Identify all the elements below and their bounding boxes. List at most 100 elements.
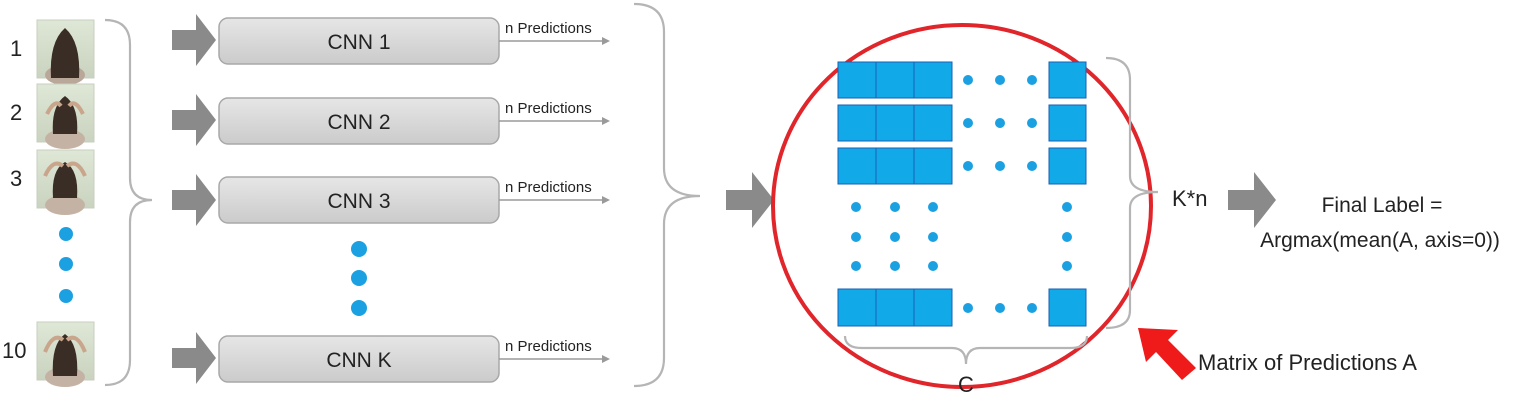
prediction-output-k: n Predictions bbox=[499, 338, 610, 363]
matrix-row-1 bbox=[837, 61, 1087, 99]
ellipsis-dot bbox=[59, 257, 73, 271]
input-image-2: 2 bbox=[10, 83, 95, 149]
ellipsis-dot bbox=[851, 261, 861, 271]
columns-brace bbox=[843, 335, 1089, 365]
matrix-cell bbox=[1048, 104, 1087, 142]
ellipsis-dot bbox=[351, 300, 367, 316]
image-number: 10 bbox=[2, 338, 26, 363]
ellipsis-dot bbox=[1027, 75, 1037, 85]
matrix-cell bbox=[913, 104, 953, 142]
input-arrow-3 bbox=[172, 174, 216, 226]
ellipsis-dot bbox=[1027, 303, 1037, 313]
ellipsis-dot bbox=[851, 202, 861, 212]
person-thumbnail bbox=[36, 321, 95, 387]
input-brace bbox=[104, 18, 153, 387]
ellipsis-dot bbox=[995, 118, 1005, 128]
highlight-circle bbox=[771, 23, 1153, 389]
person-thumbnail bbox=[36, 83, 95, 149]
input-ellipsis bbox=[59, 227, 73, 303]
matrix-cell bbox=[1048, 61, 1087, 99]
matrix-row-last bbox=[837, 288, 1087, 327]
ellipsis-dot bbox=[1027, 118, 1037, 128]
matrix-row-3 bbox=[837, 147, 1087, 185]
person-thumbnail bbox=[36, 149, 95, 215]
ellipsis-dot bbox=[1062, 202, 1072, 212]
matrix-cell bbox=[875, 147, 915, 185]
final-label-line2: Argmax(mean(A, axis=0)) bbox=[1260, 229, 1500, 252]
ellipsis-dot bbox=[1062, 232, 1072, 242]
matrix-cell bbox=[837, 147, 877, 185]
ellipsis-dot bbox=[963, 161, 973, 171]
matrix-cell bbox=[913, 61, 953, 99]
prediction-matrix bbox=[837, 61, 1087, 327]
ellipsis-dot bbox=[1027, 161, 1037, 171]
prediction-output-3: n Predictions bbox=[499, 179, 610, 204]
input-image-3: 3 bbox=[10, 149, 95, 215]
ellipsis-dot bbox=[59, 227, 73, 241]
ellipsis-dot bbox=[351, 241, 367, 257]
output-brace bbox=[633, 2, 701, 388]
cnn-box-k: CNN K bbox=[218, 335, 500, 383]
ellipsis-dot bbox=[963, 118, 973, 128]
matrix-cell bbox=[837, 61, 877, 99]
matrix-cell bbox=[1048, 147, 1087, 185]
final-label-line1: Final Label = bbox=[1322, 194, 1443, 217]
matrix-cell bbox=[913, 147, 953, 185]
matrix-input-arrow bbox=[726, 172, 774, 228]
prediction-label: n Predictions bbox=[505, 20, 592, 37]
rows-label: K*n bbox=[1172, 186, 1207, 211]
ellipsis-dot bbox=[59, 289, 73, 303]
cnn-ellipsis bbox=[351, 241, 367, 316]
ellipsis-dot bbox=[928, 261, 938, 271]
input-image-10: 10 bbox=[2, 321, 95, 387]
image-number: 3 bbox=[10, 166, 22, 191]
ellipsis-dot bbox=[928, 202, 938, 212]
matrix-cell bbox=[1048, 288, 1087, 327]
matrix-cell bbox=[875, 61, 915, 99]
ellipsis-dot bbox=[851, 232, 861, 242]
matrix-vertical-ellipsis bbox=[851, 202, 1072, 271]
prediction-output-2: n Predictions bbox=[499, 100, 610, 125]
input-arrow-1 bbox=[172, 14, 216, 66]
matrix-cell bbox=[875, 288, 915, 327]
result-arrow bbox=[1228, 172, 1276, 228]
matrix-cell bbox=[837, 104, 877, 142]
cnn-label: CNN 3 bbox=[327, 190, 390, 213]
ellipsis-dot bbox=[995, 75, 1005, 85]
cnn-box-1: CNN 1 bbox=[218, 17, 500, 65]
input-image-1: 1 bbox=[10, 19, 95, 85]
prediction-label: n Predictions bbox=[505, 100, 592, 117]
matrix-cell bbox=[837, 288, 877, 327]
ellipsis-dot bbox=[995, 303, 1005, 313]
ellipsis-dot bbox=[963, 75, 973, 85]
ellipsis-dot bbox=[890, 202, 900, 212]
matrix-caption: Matrix of Predictions A bbox=[1198, 350, 1417, 375]
ellipsis-dot bbox=[890, 232, 900, 242]
cnn-box-2: CNN 2 bbox=[218, 97, 500, 145]
ellipsis-dot bbox=[890, 261, 900, 271]
matrix-row-2 bbox=[837, 104, 1087, 142]
columns-label: C bbox=[958, 372, 974, 397]
red-pointer-arrow bbox=[1138, 328, 1196, 380]
person-thumbnail bbox=[36, 19, 95, 85]
rows-brace bbox=[1105, 56, 1159, 330]
ellipsis-dot bbox=[351, 270, 367, 286]
ellipsis-dot bbox=[995, 161, 1005, 171]
input-arrow-2 bbox=[172, 94, 216, 146]
ellipsis-dot bbox=[928, 232, 938, 242]
ellipsis-dot bbox=[1062, 261, 1072, 271]
image-number: 1 bbox=[10, 36, 22, 61]
cnn-label: CNN 2 bbox=[327, 111, 390, 134]
cnn-label: CNN 1 bbox=[327, 31, 390, 54]
cnn-box-3: CNN 3 bbox=[218, 176, 500, 224]
input-arrow-k bbox=[172, 332, 216, 384]
cnn-label: CNN K bbox=[326, 349, 391, 372]
prediction-output-1: n Predictions bbox=[499, 20, 610, 45]
matrix-cell bbox=[875, 104, 915, 142]
image-number: 2 bbox=[10, 100, 22, 125]
ellipsis-dot bbox=[963, 303, 973, 313]
prediction-label: n Predictions bbox=[505, 338, 592, 355]
prediction-label: n Predictions bbox=[505, 179, 592, 196]
matrix-cell bbox=[913, 288, 953, 327]
